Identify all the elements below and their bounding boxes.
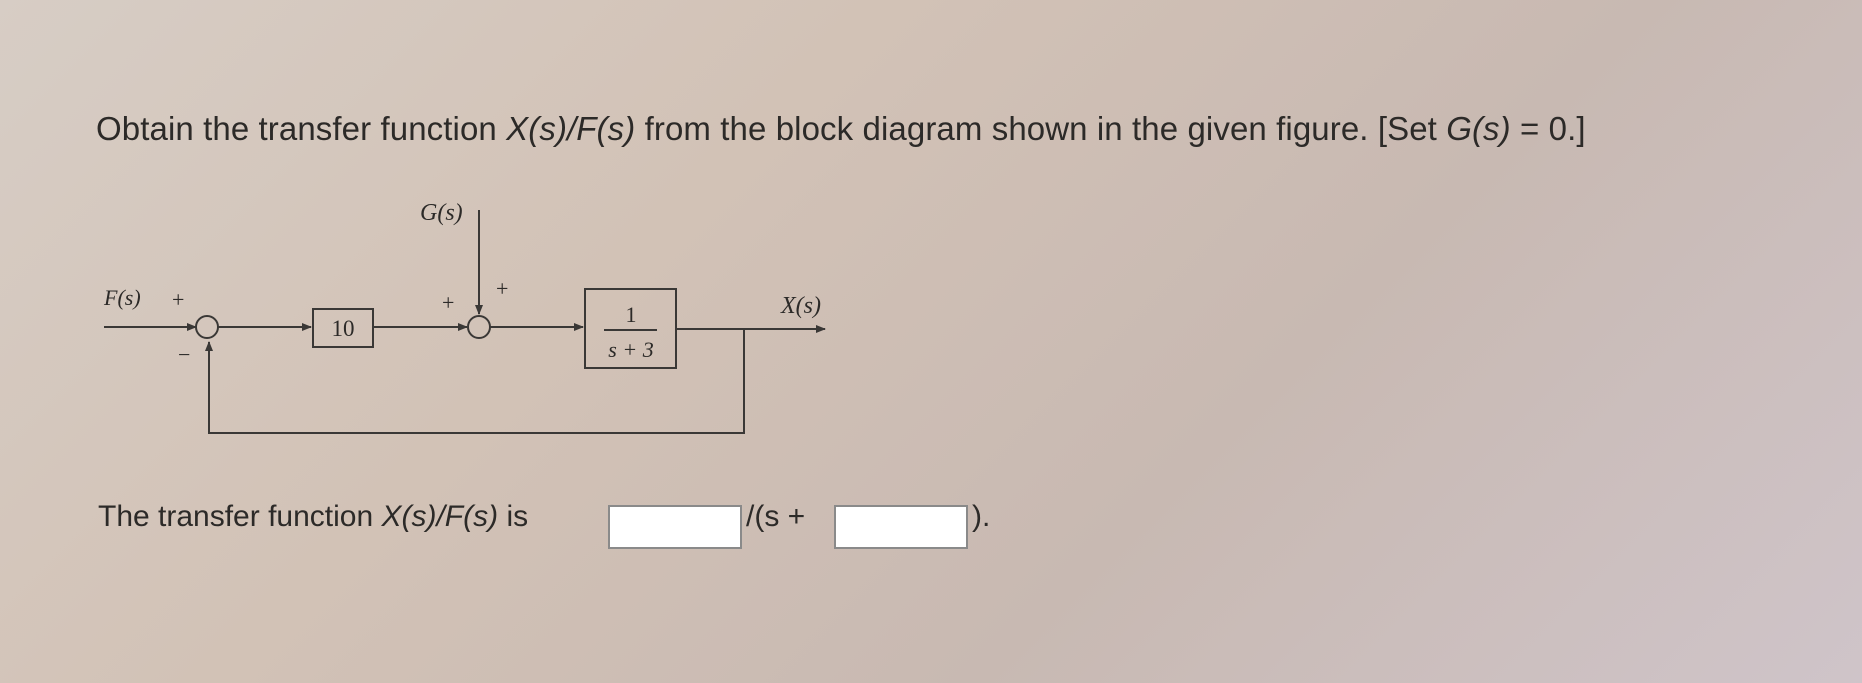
question-part1: Obtain the transfer function [96,110,507,147]
sum2-plus-left-sign: + [442,290,454,315]
question-part2: from the block diagram shown in the give… [635,110,1447,147]
disturbance-label: G(s) [420,200,463,226]
sum2-plus-top-sign: + [496,276,508,301]
answer-lead: The transfer function X(s)/F(s) is [98,500,528,534]
summing-junction-1 [195,315,219,339]
sum1-minus-sign: − [178,342,190,367]
answer-transfer-symbol: X(s)/F(s) [381,500,499,533]
gain-value: 10 [332,316,355,341]
input-label: F(s) [103,285,141,310]
pole-answer-input[interactable] [834,505,968,549]
answer-end-text: ). [972,500,991,533]
sum1-plus-sign: + [172,287,184,312]
question-text: Obtain the transfer function X(s)/F(s) f… [96,110,1586,148]
numerator-answer-input[interactable] [608,505,742,549]
output-label: X(s) [780,293,821,319]
question-g-symbol: G(s) [1446,110,1511,147]
summing-junction-2 [467,315,491,339]
feedback-path [205,329,745,434]
answer-mid-text: /(s + [746,500,806,533]
plant-denominator: s + 3 [608,337,653,362]
answer-is-text: is [498,500,529,533]
question-part3: = 0.] [1510,110,1586,147]
question-transfer-symbol: X(s)/F(s) [506,110,636,147]
answer-lead-text: The transfer function [98,500,382,533]
plant-numerator: 1 [626,302,637,327]
